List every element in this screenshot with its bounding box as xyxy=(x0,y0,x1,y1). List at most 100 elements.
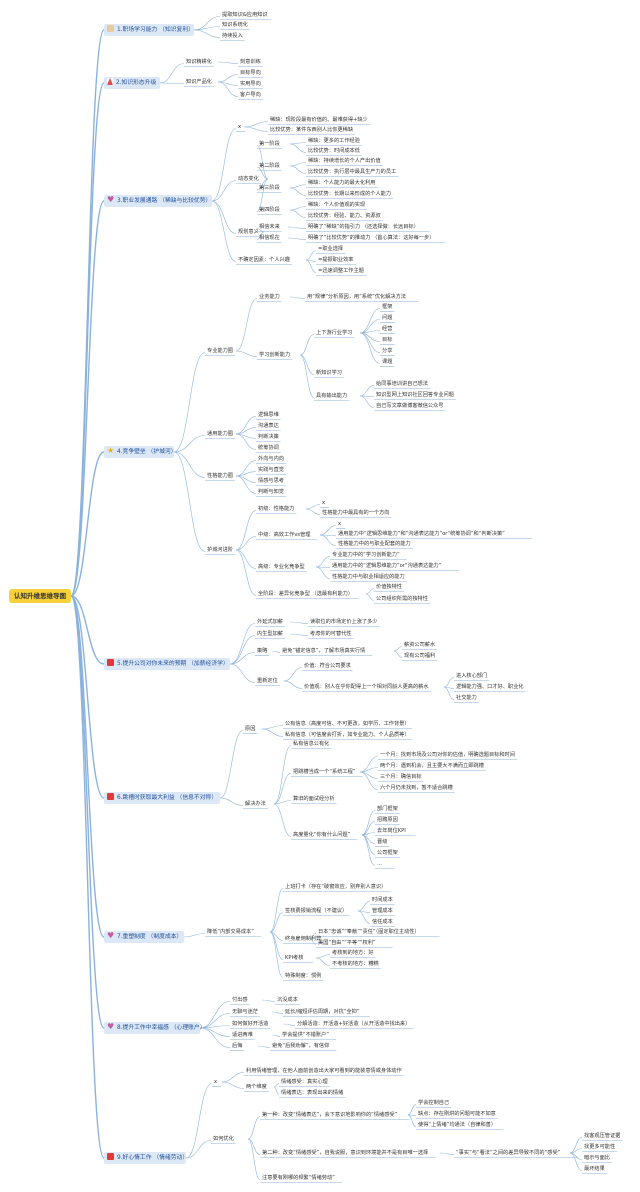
topic-node[interactable]: 客户导向 xyxy=(240,92,261,98)
topic-node[interactable]: 招聘原因 xyxy=(377,817,398,823)
topic-node[interactable]: 情感与思考 xyxy=(258,478,284,484)
branch-b5[interactable]: 5.提升公司对你未来的预期 （加薪经济学） xyxy=(104,658,230,670)
topic-node[interactable]: 明确了“稀缺”的指引力 （还选择做：长远目标） xyxy=(308,224,419,230)
topic-node[interactable]: 情绪表达：表现出来的情绪 xyxy=(281,1090,344,1096)
topic-node[interactable]: 算旧的面试经分析 xyxy=(293,796,335,802)
topic-node[interactable]: 考虑你的可替代性 xyxy=(310,631,352,637)
topic-node[interactable]: 稀缺：个人价值观的实现 xyxy=(308,202,366,208)
topic-node[interactable]: 实践与直觉 xyxy=(258,467,284,473)
branch-b6[interactable]: 6.跳槽时获取最大利益 （信息不对称） xyxy=(104,792,220,804)
topic-node[interactable]: 稀缺：现阶段最有价值的、最难获得+缺少 xyxy=(270,117,368,123)
topic-node[interactable]: 信任成本 xyxy=(372,919,393,925)
topic-node[interactable]: 如何做好开活造 xyxy=(232,1021,269,1027)
topic-node[interactable]: 重新定位 xyxy=(257,678,278,684)
topic-node[interactable]: 把跳槽当成一个“系统工程” xyxy=(293,769,356,775)
topic-node[interactable]: =迅速调整工作主题 xyxy=(318,268,364,274)
topic-node[interactable]: 三个月：确信目标 xyxy=(380,774,422,780)
topic-node[interactable]: 用“规律”分析原因，用“系统”优化解决方法 xyxy=(307,294,406,300)
topic-node[interactable]: 动态变化 xyxy=(238,176,259,182)
topic-node[interactable]: 逻辑能力强、口才好、职业化 xyxy=(456,684,524,690)
topic-node[interactable]: 情绪感受：真实心理 xyxy=(281,1079,328,1085)
topic-node[interactable]: 护城河进阶 xyxy=(207,547,233,553)
topic-node[interactable]: 薪资公司薪水 xyxy=(404,642,436,648)
topic-node[interactable]: 如何优化 xyxy=(213,1136,234,1142)
topic-node[interactable]: x xyxy=(322,500,326,506)
topic-node[interactable]: 初级：性格能力 xyxy=(258,506,295,512)
branch-b2[interactable]: 2.知识形态升级 xyxy=(104,77,160,89)
topic-node[interactable]: 全阶段：差异化竞争型 （选最有利能力） xyxy=(258,591,354,597)
branch-b9[interactable]: 9.好心情工作 （情绪劳动） xyxy=(104,1152,188,1164)
topic-node[interactable]: 两个月：遇到机会，且主要大不满而立即跳槽 xyxy=(380,763,484,769)
topic-node[interactable]: 通用能力中的“逻辑思维能力”or“沟通表达能力” xyxy=(332,563,442,569)
topic-node[interactable]: 六个月仍未找到，暂不适合跳槽 xyxy=(380,785,453,791)
topic-node[interactable]: 分解活造：开活造+好活造（从开活造中找出来） xyxy=(297,1021,411,1027)
topic-node[interactable]: 第二种：改变“情绪感受”，自我说服，意识到环境能并不是有目唯一选择 xyxy=(262,1150,429,1156)
topic-node[interactable]: 明确了“比较优势”的推动力 （首心算法：这好每一步） xyxy=(308,235,435,241)
topic-node[interactable]: 价值独特性 xyxy=(376,584,402,590)
topic-node[interactable]: 通用能力中“逻辑思维能力”和“沟通表达能力”or“统筹协调”和“判断决策” xyxy=(338,531,505,537)
topic-node[interactable]: 规划意义 xyxy=(238,229,259,235)
topic-node[interactable]: 第四阶段 xyxy=(259,207,280,213)
topic-node[interactable]: 逻辑思维 xyxy=(258,412,279,418)
topic-node[interactable]: 比较优势：某件东西别人比你更稀缺 xyxy=(270,127,354,133)
topic-node[interactable]: 稀缺：个人能力的最大化利用 xyxy=(308,180,376,186)
topic-node[interactable]: 给同事培训讲自己想法 xyxy=(376,381,428,387)
topic-node[interactable]: 外延式加薪 xyxy=(257,619,283,625)
topic-node[interactable]: 判断决策 xyxy=(258,434,279,440)
topic-node[interactable]: 管理成本 xyxy=(372,908,393,914)
topic-node[interactable]: 晋级 xyxy=(377,839,388,845)
root-node[interactable]: 认知升维思维导图 xyxy=(9,589,71,603)
topic-node[interactable]: 高度量化“你有什么问题” xyxy=(293,832,351,838)
topic-node[interactable]: 实用导向 xyxy=(240,81,261,87)
topic-node[interactable]: 注意要有刚哪的频繁“情绪劳动” xyxy=(262,1175,335,1181)
topic-node[interactable]: 高级：专业化竞争型 xyxy=(258,564,305,570)
topic-node[interactable]: 性格能力中的与职业配套的能力 xyxy=(338,541,411,547)
topic-node[interactable]: 分享 xyxy=(382,348,393,354)
topic-node[interactable]: 找客观压管证据 xyxy=(584,1133,621,1139)
topic-node[interactable]: x xyxy=(338,521,342,527)
topic-node[interactable]: 两个维度 xyxy=(246,1084,267,1090)
topic-node[interactable]: 相信现在 xyxy=(259,235,280,241)
topic-node[interactable]: 付出感 xyxy=(232,997,248,1003)
topic-node[interactable]: 美国“自由”“平等”“权利” xyxy=(318,940,376,946)
topic-node[interactable]: 签核费报销流程（不建议） xyxy=(285,908,348,914)
topic-node[interactable]: 知识系统化 xyxy=(222,22,248,28)
topic-node[interactable]: 知识产品化 xyxy=(186,79,212,85)
topic-node[interactable]: 第一阶段 xyxy=(259,141,280,147)
topic-node[interactable]: 具有输出能力 xyxy=(316,393,348,399)
topic-node[interactable]: 时间成本 xyxy=(372,897,393,903)
topic-node[interactable]: 避免“后我劝懈”，有信仰 xyxy=(272,1043,330,1049)
topic-node[interactable]: 第三阶段 xyxy=(259,185,280,191)
branch-b4[interactable]: 4.竞争壁垒 （护城河） xyxy=(104,445,177,458)
topic-node[interactable]: ... xyxy=(377,861,382,867)
topic-node[interactable]: 稀缺：更多的工作经验 xyxy=(308,138,360,144)
topic-node[interactable]: 性格能力中与职业相适应的能力 xyxy=(332,574,405,580)
topic-node[interactable]: 知识型网上知识社区回答专业问题 xyxy=(376,392,454,398)
topic-node[interactable]: 性格能力圈 xyxy=(207,473,233,479)
topic-node[interactable]: x xyxy=(238,124,242,130)
topic-node[interactable]: 读职位的市场定价上涨了多少 xyxy=(310,619,378,625)
topic-node[interactable]: 上下游行业学习 xyxy=(316,330,353,336)
branch-b7[interactable]: 7.重塑制度 （制度成本） xyxy=(104,930,184,943)
topic-node[interactable]: 持续投入 xyxy=(222,33,243,39)
topic-node[interactable]: =职业选择 xyxy=(318,246,344,252)
topic-node[interactable]: 课题 xyxy=(382,359,393,365)
topic-node[interactable]: 相信未来 xyxy=(259,224,280,230)
topic-node[interactable]: 后悔 xyxy=(232,1043,243,1049)
topic-node[interactable]: 适进两难 xyxy=(232,1032,253,1038)
topic-node[interactable]: x xyxy=(214,1079,218,1085)
topic-node[interactable]: 最坏结果 xyxy=(584,1166,605,1172)
topic-node[interactable]: 刻意训练 xyxy=(240,59,261,65)
topic-node[interactable]: 公有信息（高度可信、不可更改，如学历、工作背景） xyxy=(285,721,410,727)
topic-node[interactable]: 去年岗位KPI xyxy=(377,828,406,834)
topic-node[interactable]: 社交能力 xyxy=(456,695,477,701)
topic-node[interactable]: 找更多可能性 xyxy=(584,1144,616,1150)
topic-node[interactable]: 公司框架 xyxy=(377,850,398,856)
topic-node[interactable]: 外向与内向 xyxy=(258,456,284,462)
topic-node[interactable]: 学会提供“不错账户” xyxy=(282,1032,329,1038)
topic-node[interactable]: 经营 xyxy=(382,326,393,332)
topic-node[interactable]: 比较优势：时间成本低 xyxy=(308,148,360,154)
topic-node[interactable]: 策略 xyxy=(257,648,268,654)
topic-node[interactable]: 学会控制自己 xyxy=(418,1100,450,1106)
topic-node[interactable]: 无聊与迷茫 xyxy=(232,1009,258,1015)
